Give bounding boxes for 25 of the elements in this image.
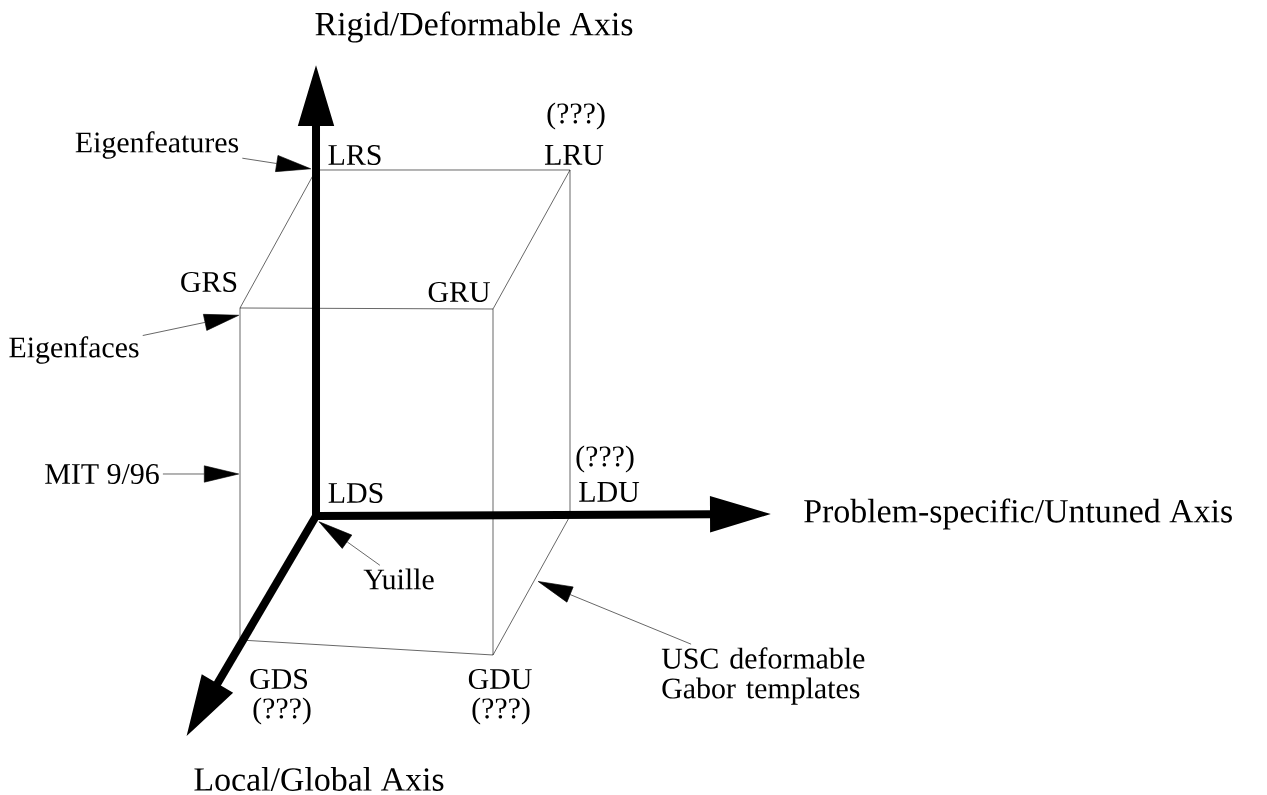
corner-label: LDS [328,482,383,504]
callout-text: Eigenfaces [9,336,139,364]
leader-line [142,314,240,336]
corner-label: LRU [545,145,604,165]
label-text: (???) [472,697,530,725]
leader-line [537,581,692,645]
label-text: (???) [576,445,634,473]
axis-title: Local/Global Axis [194,767,444,791]
label-text: (???) [253,697,311,725]
label-text: (???) [547,102,605,130]
callout-text: USC deformable Gabor templates [661,647,865,705]
corner-label: LDU [579,482,640,502]
callout-text: Yuille [363,568,434,590]
leader-line [242,155,312,172]
axis-title: Rigid/Deformable Axis [315,11,633,43]
corner-label: GRU [428,281,490,303]
corner-label: GRS [181,271,237,293]
callout-text: MIT 9/96 [45,463,159,485]
axis-title: Problem-specific/Untuned Axis [804,498,1232,530]
leader-line [162,465,239,483]
leader-line [318,521,381,566]
callout-text: Eigenfeatures [75,131,239,159]
corner-label: LRS [328,144,381,166]
corner-label: GDS [250,668,308,690]
corner-label: GDU [468,668,532,690]
